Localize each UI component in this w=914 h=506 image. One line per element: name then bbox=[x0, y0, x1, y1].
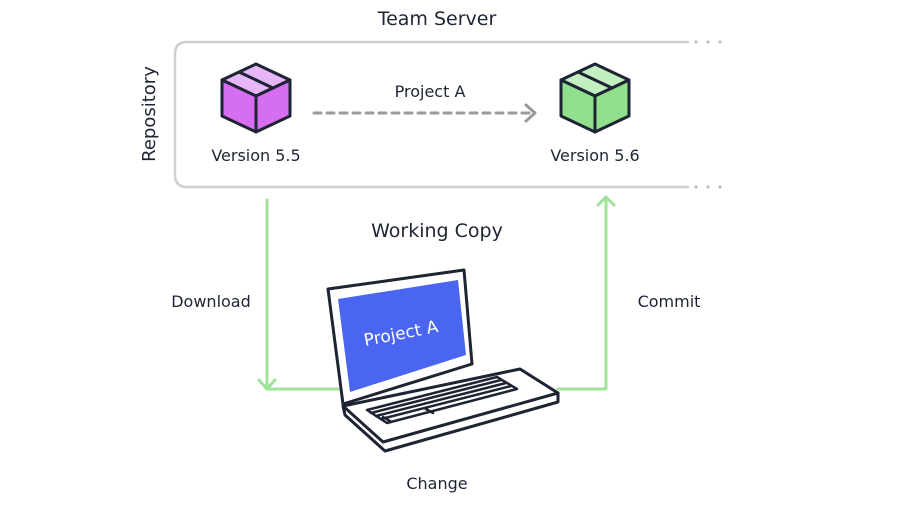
package-box-icon bbox=[559, 62, 631, 134]
team-server-title: Team Server bbox=[377, 8, 497, 30]
version-right-label: Version 5.6 bbox=[550, 146, 639, 165]
commit-arrow bbox=[556, 195, 616, 391]
keyboard bbox=[365, 375, 519, 425]
repository-label: Repository bbox=[139, 66, 160, 162]
laptop-icon bbox=[326, 268, 560, 453]
commit-label: Commit bbox=[638, 292, 701, 311]
laptop-screen bbox=[338, 280, 466, 392]
repository-continuation-dots-top bbox=[694, 40, 722, 44]
dashed-transition-arrow bbox=[312, 103, 537, 123]
working-copy-title: Working Copy bbox=[371, 220, 503, 242]
download-arrow bbox=[257, 198, 340, 391]
download-label: Download bbox=[171, 292, 251, 311]
repository-continuation-dots-bottom bbox=[694, 185, 722, 189]
repository-frame bbox=[173, 40, 690, 189]
transition-label: Project A bbox=[395, 82, 466, 101]
change-label: Change bbox=[406, 474, 467, 493]
package-box-icon bbox=[220, 62, 292, 134]
version-left-label: Version 5.5 bbox=[211, 146, 300, 165]
